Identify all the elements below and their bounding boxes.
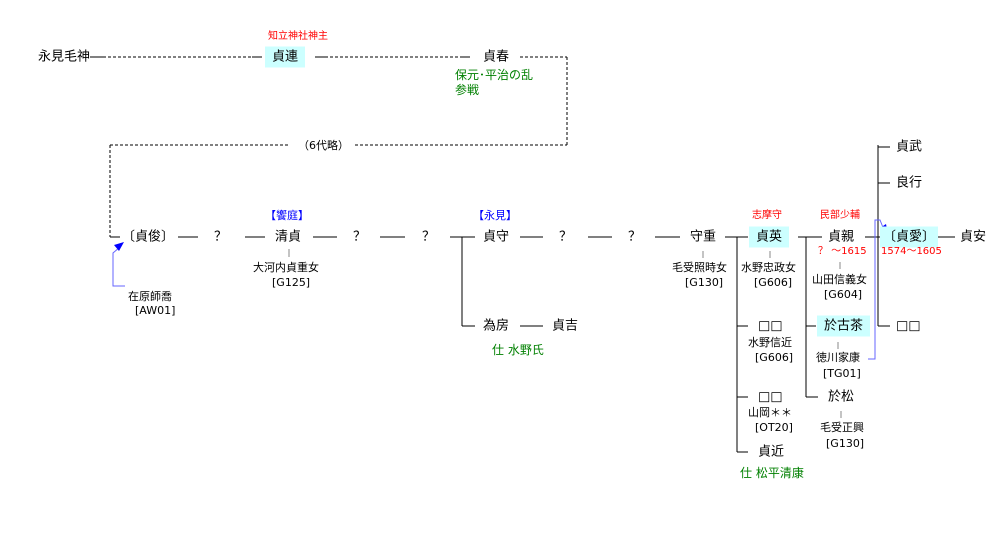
ref: [G125]	[272, 276, 311, 289]
unknown-person: □□	[896, 318, 921, 334]
unknown-person: ？	[214, 229, 228, 245]
unknown-person: ？	[422, 229, 436, 245]
person-sadahide: 貞英	[749, 226, 790, 248]
person-sadachika: 貞近	[758, 444, 785, 460]
person-kiyosada: 清貞	[275, 229, 302, 245]
person-sadaharu: 貞春	[483, 49, 510, 65]
note: 保元･平治の乱	[455, 68, 534, 82]
clan-label: 【饗庭】	[265, 209, 309, 222]
title-label: 志摩守	[752, 210, 782, 221]
years: ？ ～1615	[818, 246, 867, 257]
spouse: 水野信近	[748, 336, 792, 349]
unknown-person: □□	[758, 389, 783, 405]
ref: [G606]	[755, 351, 794, 364]
unknown-person: ？	[353, 229, 367, 245]
ref: [OT20]	[755, 421, 793, 434]
ref: [AW01]	[135, 304, 176, 317]
person-sadayasu: 貞安	[960, 229, 987, 245]
spouse: 毛受正興	[820, 421, 864, 434]
ref: [TG01]	[823, 367, 861, 380]
unknown-person: □□	[758, 318, 783, 334]
person-tamefusa: 為房	[483, 318, 510, 334]
omitted-label: （6代略）	[298, 139, 349, 152]
unknown-person: ？	[559, 229, 573, 245]
spouse: 山岡＊＊	[748, 406, 792, 419]
years: 1574～1605	[881, 246, 942, 257]
ref: [G130]	[826, 437, 865, 450]
person-sadatake: 貞武	[896, 139, 923, 155]
spouse: 毛受照時女	[672, 261, 727, 274]
person-yoshiyuki: 良行	[896, 175, 923, 191]
person-sadachika2: 貞親	[828, 229, 855, 245]
person-ancestor: 永見毛神	[38, 49, 91, 65]
spouse: 山田信義女	[812, 273, 867, 286]
person-sadachika3: 〔貞愛〕	[880, 226, 939, 248]
ref: [G130]	[685, 276, 724, 289]
link-arrows	[112, 219, 885, 360]
person-okocha: 於古茶	[817, 315, 871, 337]
note: 仕 松平清康	[740, 466, 804, 480]
note: 参戦	[455, 83, 480, 97]
person-morishige: 守重	[690, 229, 717, 245]
ref: [G606]	[754, 276, 793, 289]
note: 仕 水野氏	[492, 343, 544, 357]
spouse: 水野忠政女	[741, 261, 796, 274]
person-sadatoshi: 〔貞俊〕	[122, 229, 175, 245]
person-omatsu: 於松	[828, 389, 855, 405]
person-sadamori: 貞守	[483, 229, 510, 245]
spouse: 徳川家康	[816, 351, 860, 364]
clan-label: 【永見】	[473, 209, 517, 222]
person-sadatsura: 貞連	[265, 46, 306, 68]
spouse: 大河内貞重女	[253, 261, 319, 274]
title-label: 知立神社神主	[268, 31, 328, 42]
person-sadayoshi: 貞吉	[552, 318, 579, 334]
unknown-person: ？	[628, 229, 642, 245]
title-label: 民部少輔	[820, 210, 860, 221]
spouse: 在原師喬	[128, 290, 172, 303]
ref: [G604]	[824, 288, 863, 301]
